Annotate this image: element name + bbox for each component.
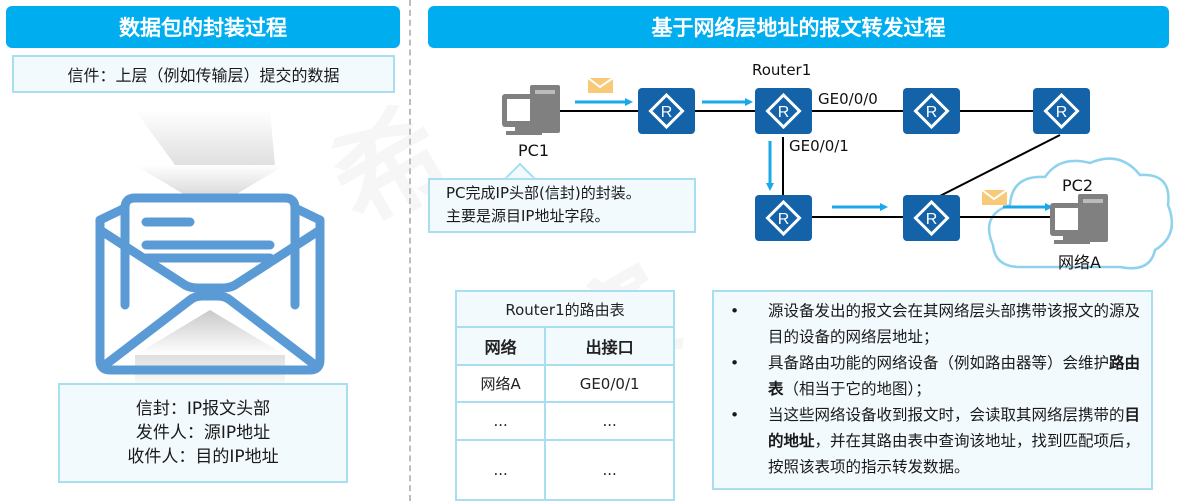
- network-a-label: 网络A: [1058, 253, 1101, 272]
- callout-line: PC完成IP头部(信封)的封装。: [446, 184, 641, 202]
- pc1-computer-icon: [502, 85, 560, 135]
- table-row: ... ...: [454, 401, 675, 441]
- bullet-dot-icon: •: [730, 406, 740, 424]
- explanation-box: • 源设备发出的报文会在其网络层头部携带该报文的源及目的设备的网络层地址； • 具备…: [712, 290, 1153, 490]
- interface-ge001-label: GE0/0/1: [789, 137, 849, 155]
- router1-icon: R: [755, 88, 812, 134]
- right-title-text: 基于网络层地址的报文转发过程: [651, 16, 946, 40]
- packet-envelope-icon: [587, 77, 614, 93]
- bullet-text: 具备路由功能的网络设备（例如路由器等）会维护: [768, 354, 1110, 372]
- pc2-label: PC2: [1062, 176, 1093, 195]
- table-cell: ...: [454, 401, 547, 441]
- pc2-computer-icon: [1050, 194, 1108, 244]
- router-glyph: R: [926, 211, 938, 228]
- table-cell: ...: [544, 439, 675, 501]
- envelope-line: 信封：IP报文头部: [135, 399, 271, 419]
- envelope-line: 收件人：目的IP地址: [127, 447, 279, 467]
- bullet-text: 源设备发出的报文会在其网络层头部携带该报文的源及目的设备的网络层地址；: [768, 302, 1141, 346]
- network-topology: R R R R R R: [502, 77, 1174, 270]
- router-icon: R: [638, 88, 695, 134]
- bullet-item: • 具备路由功能的网络设备（例如路由器等）会维护路由表（相当于它的地图）；: [724, 350, 1141, 402]
- table-cell: 网络A: [454, 364, 547, 403]
- letter-label-box: 信件：上层（例如传输层）提交的数据: [12, 55, 395, 93]
- column-header-network: 网络: [454, 326, 547, 366]
- bullet-text: 当这些网络设备收到报文时，会读取其网络层携带的: [768, 406, 1125, 424]
- bullet-item: • 当这些网络设备收到报文时，会读取其网络层携带的目的地址，并在其路由表中查询该地…: [724, 402, 1141, 480]
- bullet-text: ，并在其路由表中查询该地址，找到匹配项后，按照该表项的指示转发数据。: [768, 432, 1141, 476]
- pc1-callout: PC完成IP头部(信封)的封装。 主要是源目IP地址字段。: [428, 178, 696, 233]
- pc1-label: PC1: [518, 141, 549, 160]
- panel-divider: [409, 0, 411, 501]
- bullet-dot-icon: •: [730, 302, 740, 320]
- callout-pointer: [502, 162, 538, 180]
- router-glyph: R: [1056, 104, 1068, 121]
- bullet-bold-text: 目的地址: [768, 406, 1141, 450]
- compress-arrow-up-icon: [135, 310, 285, 355]
- callout-line: 主要是源目IP地址字段。: [446, 207, 610, 225]
- table-cell: GE0/0/1: [544, 364, 675, 403]
- bullet-dot-icon: •: [730, 354, 740, 372]
- left-title-text: 数据包的封装过程: [119, 16, 287, 40]
- table-cell: ...: [544, 401, 675, 441]
- router-icon: R: [903, 88, 960, 134]
- router-glyph: R: [926, 104, 938, 121]
- router-icon: R: [903, 195, 960, 241]
- open-envelope-icon: [95, 193, 325, 375]
- router-glyph: R: [778, 104, 790, 121]
- table-cell: ...: [454, 439, 547, 501]
- interface-ge000-label: GE0/0/0: [818, 90, 878, 108]
- envelope-illustration: [95, 110, 325, 390]
- right-panel-title: 基于网络层地址的报文转发过程: [428, 6, 1169, 48]
- letter-label: 信件：上层（例如传输层）提交的数据: [67, 66, 340, 85]
- table-row: 网络A GE0/0/1: [454, 364, 675, 403]
- router-icon: R: [755, 195, 812, 241]
- column-header-interface: 出接口: [544, 326, 675, 366]
- table-row: ... ...: [454, 439, 675, 501]
- router-glyph: R: [661, 104, 673, 121]
- routing-table-caption: Router1的路由表: [455, 290, 675, 328]
- router-icon: R: [1033, 88, 1090, 134]
- packet-envelope-icon: [981, 189, 1008, 205]
- envelope-line: 发件人：源IP地址: [135, 423, 271, 443]
- router1-label: Router1: [752, 61, 812, 79]
- compress-arrow-down-icon: [135, 165, 285, 210]
- bullet-text: （相当于它的地图）；: [783, 380, 931, 398]
- bullet-item: • 源设备发出的报文会在其网络层头部携带该报文的源及目的设备的网络层地址；: [724, 298, 1141, 350]
- envelope-info-box: 信封：IP报文头部 发件人：源IP地址 收件人：目的IP地址: [58, 383, 348, 483]
- left-panel-title: 数据包的封装过程: [6, 6, 400, 48]
- bullet-bold-text: 路由表: [768, 354, 1141, 398]
- routing-table: Router1的路由表 网络 出接口 网络A GE0/0/1 ... ... .…: [454, 290, 675, 501]
- router-glyph: R: [778, 211, 790, 228]
